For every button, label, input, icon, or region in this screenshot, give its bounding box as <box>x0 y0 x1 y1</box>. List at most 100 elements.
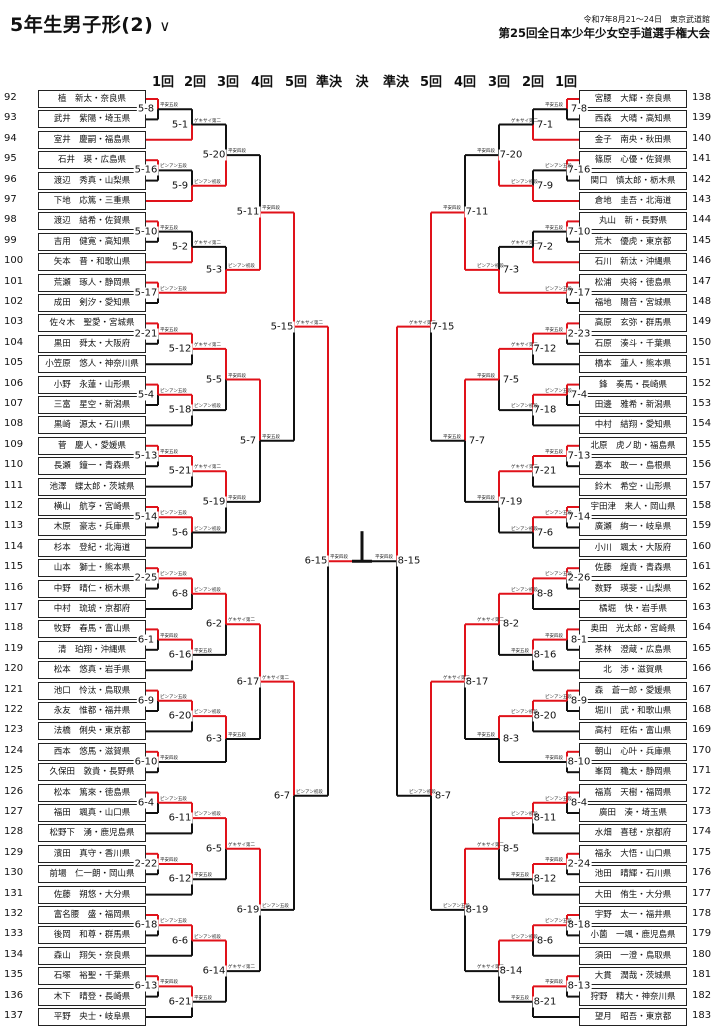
player-name[interactable]: 武井 紫陽・埼玉県 <box>38 110 146 129</box>
player-name[interactable]: 植 新太・奈良県 <box>38 90 146 108</box>
player-name[interactable]: 佐藤 朔悠・大分県 <box>38 885 146 904</box>
player-name[interactable]: 松本 悠真・岩手県 <box>38 661 146 680</box>
match-label: 6-14 <box>201 965 227 977</box>
player-name[interactable]: 渡辺 秀真・山梨県 <box>38 171 146 190</box>
player-name[interactable]: 黒崎 源太・石川県 <box>38 416 146 435</box>
player-name[interactable]: 荒木 優虎・東京都 <box>579 232 687 251</box>
player-name[interactable]: 下地 応篤・三重県 <box>38 192 146 210</box>
player-name[interactable]: 矢本 晋・和歌山県 <box>38 253 146 272</box>
player-name[interactable]: 宇田津 来人・岡山県 <box>579 498 687 516</box>
player-name[interactable]: 吉用 健寛・高知県 <box>38 232 146 251</box>
player-name[interactable]: 奥田 光太郎・宮崎県 <box>579 620 687 639</box>
player-name[interactable]: 廣瀬 絢一・岐阜県 <box>579 518 687 537</box>
player-name[interactable]: 中村 琉琥・京都府 <box>38 600 146 618</box>
player-name[interactable]: 久保田 敦貴・長野県 <box>38 763 146 782</box>
player-name[interactable]: 松本 篤來・徳島県 <box>38 783 146 802</box>
player-name[interactable]: 西本 悠馬・滋賀県 <box>38 742 146 761</box>
player-name[interactable]: 石原 湊斗・千葉県 <box>579 334 687 353</box>
player-name[interactable]: 中野 晴仁・栃木県 <box>38 579 146 598</box>
player-name[interactable]: 牧野 春馬・富山県 <box>38 620 146 639</box>
player-name[interactable]: 橘堀 快・岩手県 <box>579 600 687 618</box>
player-name[interactable]: 茶林 澄蔵・広島県 <box>579 640 687 659</box>
player-name[interactable]: 佐々木 聖愛・宮城県 <box>38 314 146 333</box>
player-name[interactable]: 佐藤 煌貴・青森県 <box>579 559 687 578</box>
player-name[interactable]: 篠原 心優・佐賀県 <box>579 151 687 170</box>
player-name[interactable]: 清 珀翔・沖縄県 <box>38 640 146 659</box>
player-name[interactable]: 富名腰 盛・福岡県 <box>38 906 146 924</box>
player-name[interactable]: 北原 虎ノ助・福島県 <box>579 436 687 455</box>
player-name[interactable]: 望月 昭吾・東京都 <box>579 1008 687 1026</box>
player-name[interactable]: 小笠原 悠人・神奈川県 <box>38 355 146 374</box>
player-name[interactable]: 黒田 舜太・大阪府 <box>38 334 146 353</box>
player-name[interactable]: 木下 晴登・長崎県 <box>38 987 146 1006</box>
player-name[interactable]: 嘉本 敢一・島根県 <box>579 457 687 476</box>
player-name[interactable]: 石塚 裕聖・千葉県 <box>38 967 146 986</box>
player-name[interactable]: 宮腰 大輝・奈良県 <box>579 90 687 108</box>
player-name[interactable]: 渡辺 結希・佐賀県 <box>38 212 146 231</box>
player-name[interactable]: 松浦 央将・徳島県 <box>579 273 687 292</box>
player-name[interactable]: 狩野 精大・神奈川県 <box>579 987 687 1006</box>
player-name[interactable]: 北 渉・滋賀県 <box>579 661 687 680</box>
player-name[interactable]: 室井 慶嗣・福島県 <box>38 130 146 149</box>
player-name[interactable]: 前場 仁一朗・岡山県 <box>38 865 146 884</box>
player-name[interactable]: 木原 豪志・兵庫県 <box>38 518 146 537</box>
player-name[interactable]: 石井 瑛・広島県 <box>38 151 146 170</box>
player-name[interactable]: 須田 一澄・鳥取県 <box>579 946 687 965</box>
player-name[interactable]: 長瀬 鐘一・青森県 <box>38 457 146 476</box>
kata-note: 平安五段 <box>160 225 178 231</box>
player-name[interactable]: 山本 獅士・熊本県 <box>38 559 146 578</box>
player-name[interactable]: 高原 玄弥・群馬県 <box>579 314 687 333</box>
player-name[interactable]: 丸山 新・長野県 <box>579 212 687 231</box>
player-name[interactable]: 小野 永蓮・山形県 <box>38 375 146 394</box>
player-name[interactable]: 倉地 圭吾・北海道 <box>579 192 687 210</box>
player-name[interactable]: 濱田 真守・香川県 <box>38 844 146 863</box>
player-name[interactable]: 後岡 和尊・群馬県 <box>38 926 146 945</box>
player-name[interactable]: 福地 陽音・宮城県 <box>579 294 687 312</box>
player-name[interactable]: 宇野 太一・福井県 <box>579 906 687 924</box>
player-name[interactable]: 鈴木 希空・山形県 <box>579 477 687 496</box>
player-name[interactable]: 福田 颯真・山口県 <box>38 804 146 822</box>
player-name[interactable]: 松野下 湧・鹿児島県 <box>38 824 146 843</box>
player-name[interactable]: 荒瀬 琢人・静岡県 <box>38 273 146 292</box>
player-name[interactable]: 法橋 俐央・東京都 <box>38 722 146 741</box>
player-name[interactable]: 高村 旺佑・富山県 <box>579 722 687 741</box>
player-name[interactable]: 石川 新汰・沖縄県 <box>579 253 687 272</box>
player-name[interactable]: 池田 晴輝・石川県 <box>579 865 687 884</box>
player-name[interactable]: 大貫 潤哉・茨城県 <box>579 967 687 986</box>
player-name[interactable]: 中村 結翔・愛知県 <box>579 416 687 435</box>
player-name[interactable]: 成田 剣汐・愛知県 <box>38 294 146 312</box>
player-name[interactable]: 森 蒼一郎・愛媛県 <box>579 681 687 700</box>
player-number: 141 <box>692 153 712 165</box>
player-number: 126 <box>4 785 24 797</box>
player-name[interactable]: 菅 慶人・愛媛県 <box>38 436 146 455</box>
player-name[interactable]: 金子 南央・秋田県 <box>579 130 687 149</box>
chevron-down-icon[interactable]: ∨ <box>159 17 171 35</box>
player-name[interactable]: 水畑 喜毬・京都府 <box>579 824 687 843</box>
page-title[interactable]: 5年生男子形(2)∨ <box>10 10 171 37</box>
player-name[interactable]: 小薗 一颯・鹿児島県 <box>579 926 687 945</box>
player-name[interactable]: 鋒 奏馬・長崎県 <box>579 375 687 394</box>
player-name[interactable]: 廣田 湊・埼玉県 <box>579 804 687 822</box>
player-name[interactable]: 福嶌 天樹・福岡県 <box>579 783 687 802</box>
player-name[interactable]: 池口 怜汰・鳥取県 <box>38 681 146 700</box>
player-name[interactable]: 森山 翔矢・奈良県 <box>38 946 146 965</box>
player-name[interactable]: 永友 惟都・福井県 <box>38 702 146 720</box>
player-name[interactable]: 杉本 登紀・北海道 <box>38 538 146 557</box>
player-name[interactable]: 池澤 蝶太郎・茨城県 <box>38 477 146 496</box>
player-name[interactable]: 関口 慎太郎・栃木県 <box>579 171 687 190</box>
player-name[interactable]: 朝山 心叶・兵庫県 <box>579 742 687 761</box>
player-name[interactable]: 大田 侑生・大分県 <box>579 885 687 904</box>
player-name[interactable]: 堀川 武・和歌山県 <box>579 702 687 720</box>
player-name[interactable]: 西森 大晴・高知県 <box>579 110 687 129</box>
player-name[interactable]: 数野 瑛斐・山梨県 <box>579 579 687 598</box>
player-name[interactable]: 小川 颯太・大阪府 <box>579 538 687 557</box>
player-name[interactable]: 三富 星空・新潟県 <box>38 396 146 414</box>
player-name[interactable]: 田邊 雅希・新潟県 <box>579 396 687 414</box>
player-name[interactable]: 峯岡 穐太・静岡県 <box>579 763 687 782</box>
player-name[interactable]: 橋本 蓮人・熊本県 <box>579 355 687 374</box>
player-name[interactable]: 福永 大悟・山口県 <box>579 844 687 863</box>
player-name[interactable]: 横山 航亨・宮崎県 <box>38 498 146 516</box>
